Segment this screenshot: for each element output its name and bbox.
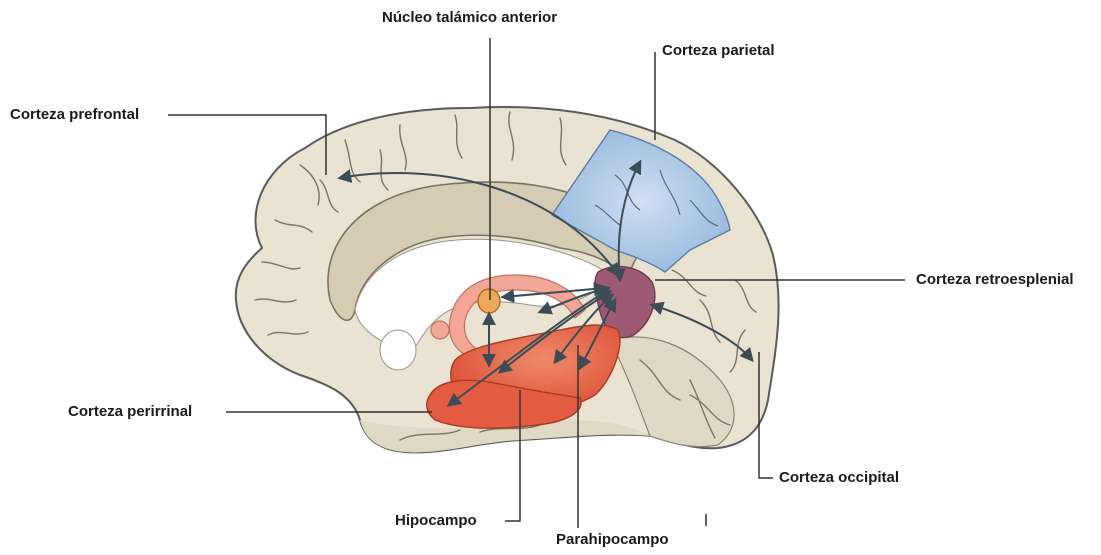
- label-anterior-thalamic-nucleus: Núcleo talámico anterior: [382, 9, 557, 27]
- label-parietal-cortex: Corteza parietal: [662, 42, 775, 60]
- label-prefrontal-cortex: Corteza prefrontal: [10, 106, 139, 124]
- mammillary-body: [431, 321, 449, 339]
- label-parahippocampus: Parahipocampo: [556, 531, 669, 549]
- label-occipital-cortex: Corteza occipital: [779, 469, 899, 487]
- temporal-white-area: [380, 330, 416, 370]
- label-perirhinal-cortex: Corteza perirrinal: [68, 403, 192, 421]
- label-hippocampus: Hipocampo: [395, 512, 477, 530]
- anterior-thalamic-nucleus: [478, 289, 500, 313]
- label-retrosplenial-cortex: Corteza retroesplenial: [916, 271, 1074, 289]
